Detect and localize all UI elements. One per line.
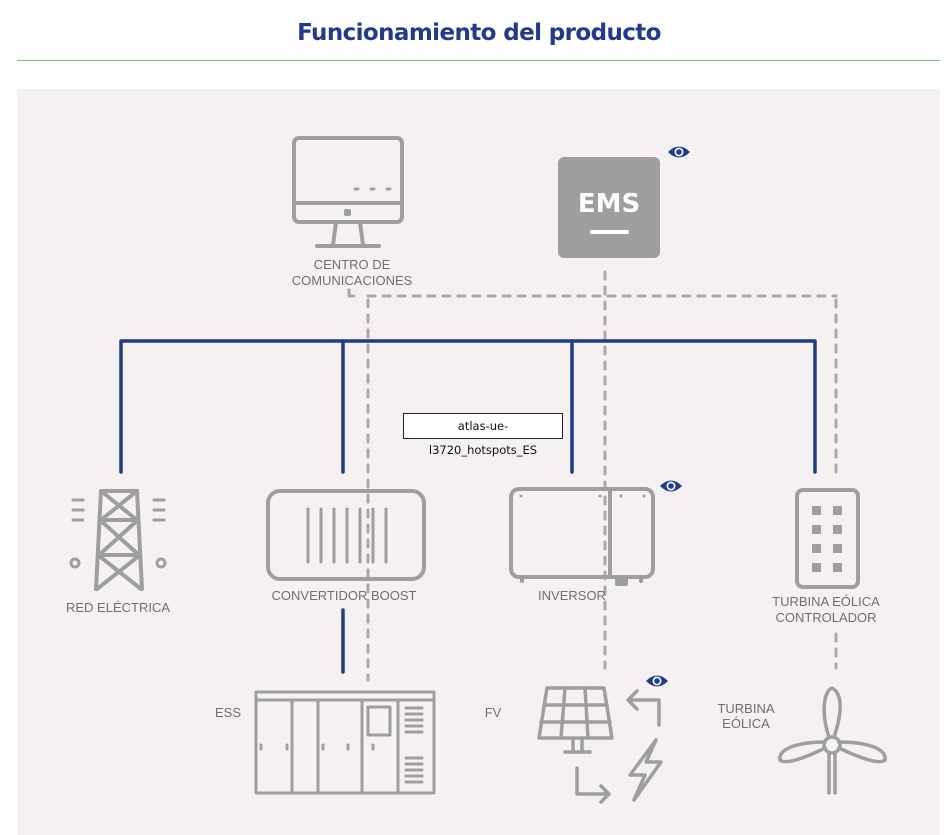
inversor-label: INVERSOR	[538, 588, 606, 603]
eye-icon[interactable]	[646, 675, 668, 687]
red-label: RED ELÉCTRICA	[66, 600, 170, 615]
ems-label: EMS	[578, 189, 640, 219]
inverter-icon[interactable]	[509, 487, 655, 586]
title-divider	[17, 60, 940, 61]
power-tower-icon[interactable]	[69, 489, 167, 591]
turbina-label-2: EÓLICA	[722, 716, 770, 731]
boost-converter-icon[interactable]	[266, 489, 426, 581]
page-title: Funcionamiento del producto	[297, 20, 661, 46]
boost-label: CONVERTIDOR BOOST	[272, 588, 417, 603]
controlador-label-1: TURBINA EÓLICA	[772, 594, 880, 609]
communication-lines	[347, 270, 838, 682]
turbina-label-1: TURBINA	[717, 701, 774, 716]
fv-label: FV	[485, 705, 502, 720]
ess-label: ESS	[215, 705, 241, 720]
diagram-panel	[17, 89, 940, 835]
ems-box[interactable]: EMS	[558, 157, 660, 258]
centro-label-1: CENTRO DE	[314, 257, 391, 272]
wind-controller-icon[interactable]	[795, 488, 860, 589]
ess-cabinet-icon[interactable]	[254, 690, 436, 795]
centro-label-2: COMUNICACIONES	[292, 273, 413, 288]
eye-icon[interactable]	[668, 146, 690, 158]
hotspot-tooltip: atlas-ue-l3720_hotspots_ES	[403, 413, 563, 457]
controlador-label-2: CONTROLADOR	[775, 610, 876, 625]
monitor-icon[interactable]	[292, 136, 404, 248]
solar-panel-icon[interactable]	[537, 686, 663, 804]
wind-turbine-icon[interactable]	[778, 686, 887, 795]
power-lines	[119, 339, 817, 674]
eye-icon[interactable]	[660, 480, 682, 492]
